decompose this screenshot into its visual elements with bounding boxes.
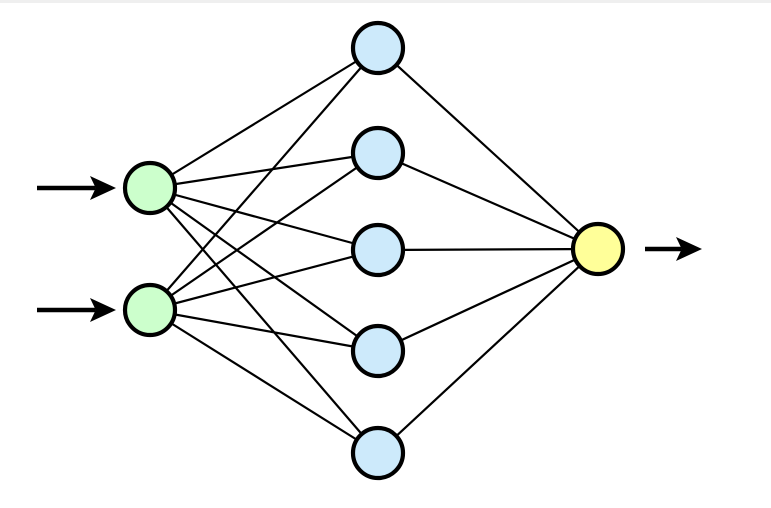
edge-i1-to-h5 xyxy=(149,187,379,454)
edge-h2-to-o1 xyxy=(377,151,599,251)
input-node-1[interactable] xyxy=(122,160,178,216)
hidden-node-4[interactable] xyxy=(350,323,406,379)
edge-i1-to-h1 xyxy=(149,47,379,189)
edge-i2-to-h1 xyxy=(149,47,379,311)
input-arrow-1-head xyxy=(90,176,116,200)
edge-i2-to-h4 xyxy=(149,308,379,353)
edge-h5-to-o1 xyxy=(377,248,599,454)
edge-i2-to-h2 xyxy=(149,152,379,311)
hidden-node-2[interactable] xyxy=(350,125,406,181)
input-node-2[interactable] xyxy=(122,282,178,338)
output-arrow-1-head xyxy=(676,237,702,261)
edge-i2-to-h5 xyxy=(149,309,379,454)
edge-i2-to-h3 xyxy=(149,248,379,312)
hidden-node-1[interactable] xyxy=(350,20,406,76)
edge-i1-to-h3 xyxy=(149,186,379,252)
edge-h3-to-o1 xyxy=(377,247,599,252)
hidden-node-3[interactable] xyxy=(350,222,406,278)
nodes-group xyxy=(122,20,626,481)
io-arrows-group xyxy=(37,176,702,322)
output-node-1[interactable] xyxy=(570,221,626,277)
input-arrow-2-head xyxy=(90,298,116,322)
edge-i1-to-h2 xyxy=(149,151,379,190)
edge-h1-to-o1 xyxy=(377,47,599,250)
edges-group xyxy=(149,47,599,454)
top-edge-band xyxy=(0,0,771,3)
edge-i1-to-h4 xyxy=(149,187,379,352)
hidden-node-5[interactable] xyxy=(350,425,406,481)
edge-h4-to-o1 xyxy=(377,248,599,352)
